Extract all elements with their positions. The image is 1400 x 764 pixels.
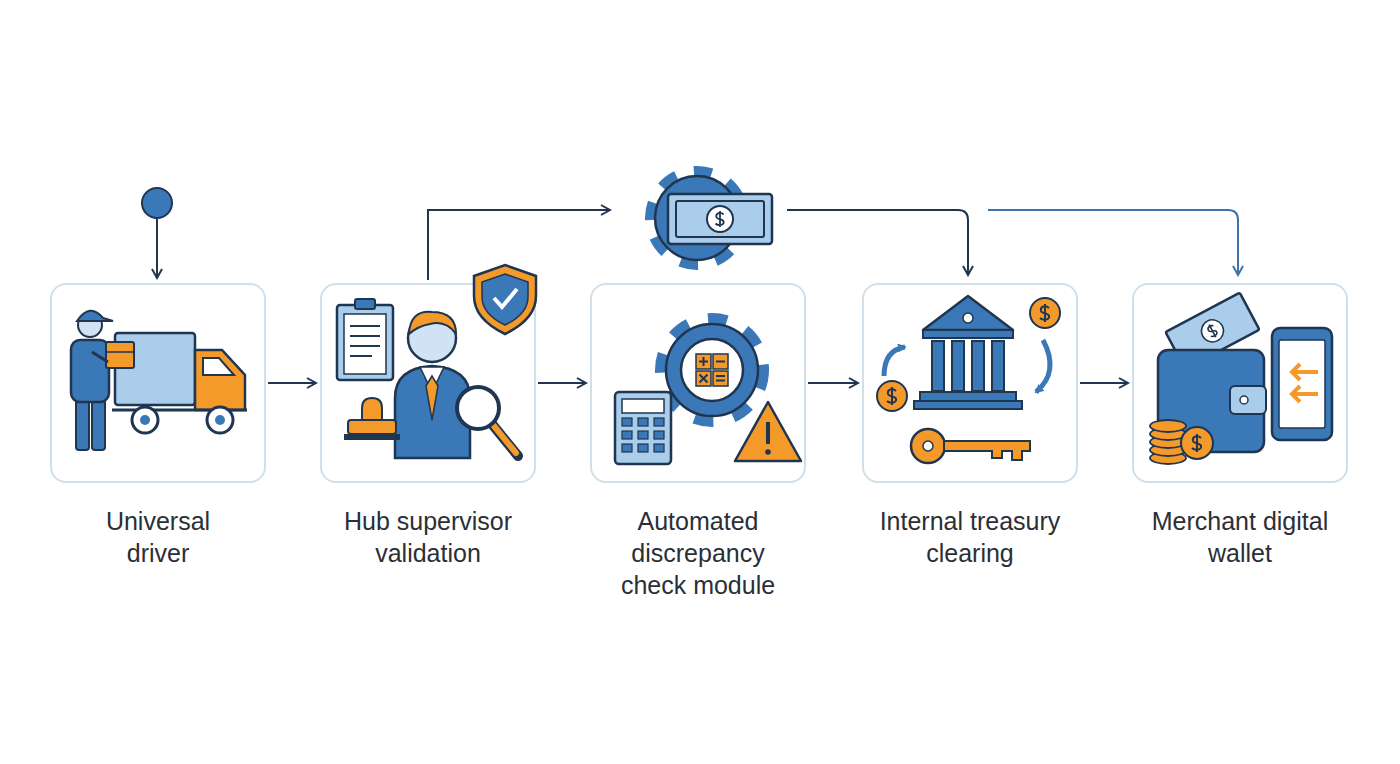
node-label: Hub supervisor validation [328,505,528,569]
node-label: Internal treasury clearing [855,505,1085,569]
flow-arrow [268,382,316,384]
top-route-wire [787,210,968,275]
node-label: Merchant digital wallet [1150,505,1330,569]
process-box: Internal treasury clearing [862,283,1078,483]
top-route-wire [428,210,610,280]
gear-money-icon [653,174,772,262]
process-box: Automated discrepancy check module [590,283,806,483]
flow-arrow [1080,382,1128,384]
flow-arrow [538,382,586,384]
process-box: Hub supervisor validation [320,283,536,483]
process-box: Universal driver [50,283,266,483]
process-box: Merchant digital wallet [1132,283,1348,483]
node-label: Universal driver [73,505,243,569]
top-route-wire [988,210,1238,275]
flow-arrow [808,382,858,384]
start-marker [142,188,172,278]
node-label: Automated discrepancy check module [598,505,798,601]
